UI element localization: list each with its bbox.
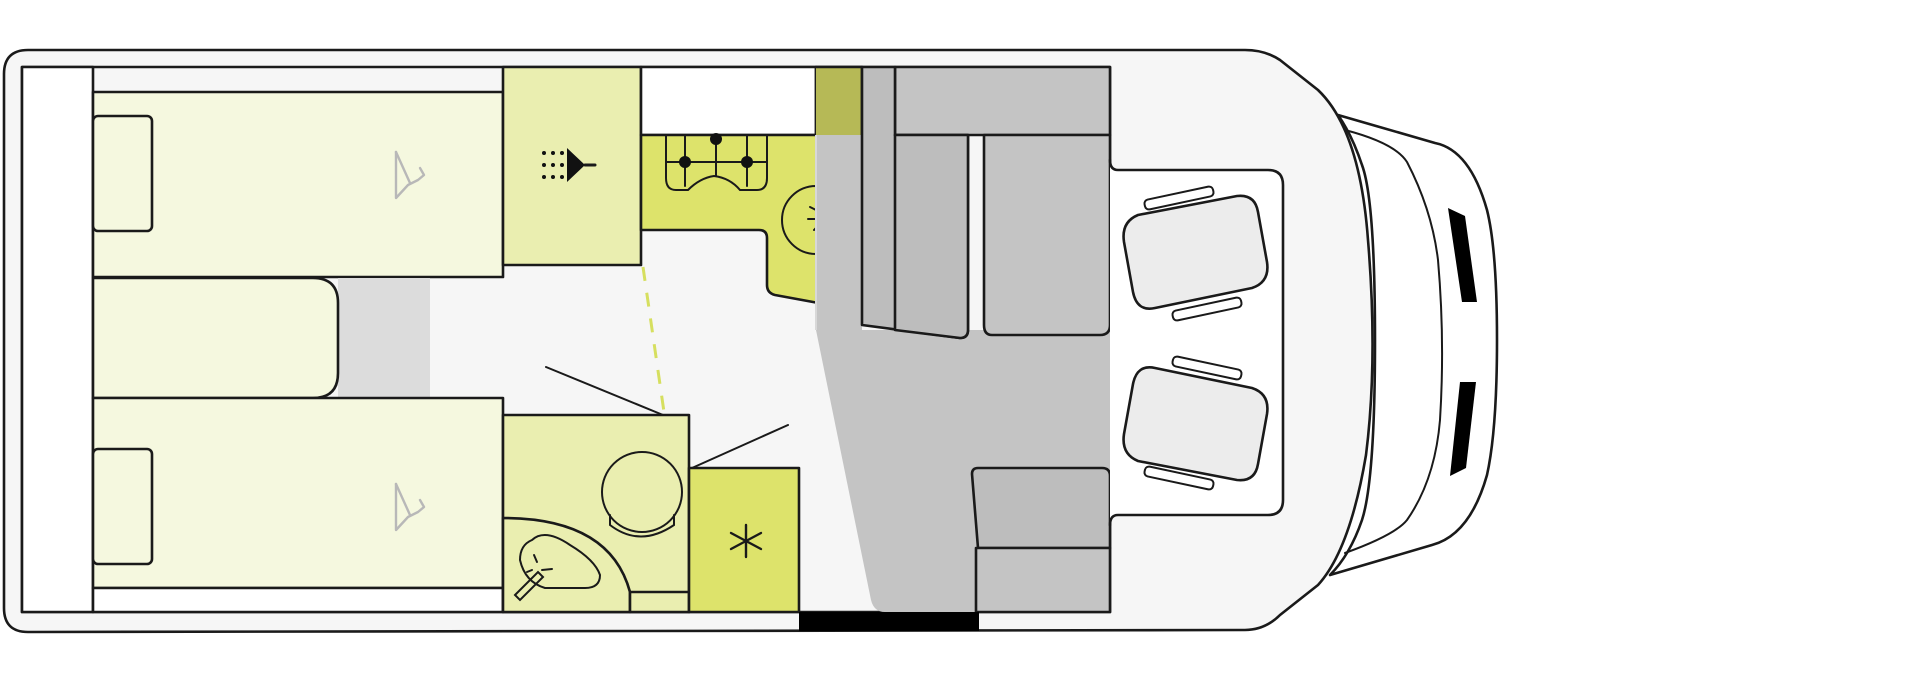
dinette-lower	[970, 466, 1112, 614]
overhead-cabinet	[893, 65, 1112, 137]
driver-seat	[1122, 185, 1269, 322]
hanger-icon	[394, 482, 426, 532]
windscreen	[1344, 129, 1444, 554]
washroom-shelf	[628, 590, 691, 614]
seat-cushion	[1122, 366, 1269, 482]
shower-unit	[501, 65, 643, 267]
rear-bed-top	[91, 90, 505, 279]
burner	[710, 133, 722, 145]
bed-mattress	[91, 396, 505, 590]
rear-bed-bottom	[91, 396, 505, 614]
rear-wall-strip	[20, 65, 95, 614]
step-floor	[338, 278, 430, 398]
kitchen-window-gap	[639, 65, 818, 137]
burner	[679, 156, 691, 168]
passenger-seat	[1122, 355, 1269, 491]
seat-cushion	[1122, 194, 1269, 310]
bed-pillow	[91, 447, 154, 566]
bench-seat	[974, 546, 1112, 614]
cab	[1108, 158, 1285, 527]
bed-pillow	[91, 114, 154, 233]
washroom	[501, 413, 691, 614]
bed-mattress	[91, 90, 505, 279]
toilet-icon	[601, 451, 683, 538]
bed-edge	[91, 586, 505, 614]
mirror-bottom	[1450, 382, 1476, 476]
step-cushion	[91, 276, 340, 400]
hanger-icon	[394, 150, 426, 200]
basin-icon	[513, 534, 602, 602]
burner	[741, 156, 753, 168]
snowflake-icon	[729, 523, 763, 559]
shower-head-icon	[542, 148, 597, 182]
rear-step	[91, 276, 430, 400]
mirror-top	[1448, 208, 1477, 302]
fridge-door-swing	[691, 424, 789, 469]
entrance-door	[799, 612, 979, 631]
bench-seat-right	[982, 133, 1112, 337]
dinette-upper	[860, 65, 1112, 340]
hob-icon	[665, 133, 768, 191]
bathroom-door	[545, 366, 664, 416]
fridge	[687, 466, 801, 614]
bench-seat-left	[893, 133, 970, 340]
bench-back	[970, 466, 1112, 550]
